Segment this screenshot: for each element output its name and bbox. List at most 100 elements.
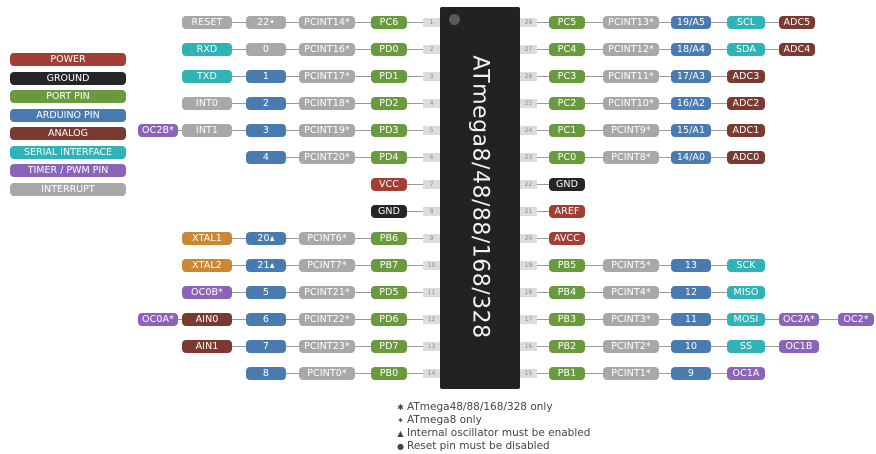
port-pill: PD3 — [371, 123, 407, 137]
footnote-marker: ▲ — [397, 429, 404, 438]
chip-pin: 3 — [423, 71, 440, 81]
pcint-pill: PCINT10* — [603, 96, 659, 110]
legend-item: INTERRUPT — [10, 182, 126, 196]
wire — [520, 346, 809, 347]
arduino-pin-pill: 17/A3 — [671, 69, 711, 83]
arduino-pin-pill: 19/A5 — [671, 15, 711, 29]
chip-pin: 23 — [520, 152, 537, 162]
pcint-pill: PCINT22* — [299, 312, 355, 326]
port-pill: PD2 — [371, 96, 407, 110]
wire — [520, 238, 575, 239]
arduino-pin-pill: 9 — [671, 366, 711, 380]
wire — [520, 211, 575, 212]
footnote: ▲Internal oscillator must be enabled — [397, 427, 590, 439]
arduino-pin-pill: 2 — [246, 96, 286, 110]
function-pill: INT0 — [182, 96, 232, 110]
chip-pin: 4 — [423, 98, 440, 108]
function-pill: AIN0 — [182, 312, 232, 326]
chip-pin: 1 — [423, 17, 440, 27]
function-pill: ADC0 — [727, 150, 765, 164]
pcint-pill: PCINT20* — [299, 150, 355, 164]
chip-pin: 27 — [520, 44, 537, 54]
port-pill: GND — [549, 177, 585, 191]
port-pill: PD7 — [371, 339, 407, 353]
footnote-text: ATmega48/88/168/328 only — [407, 401, 553, 413]
function-pill: OC2A* — [779, 312, 819, 326]
pcint-pill: PCINT18* — [299, 96, 355, 110]
chip-pin: 6 — [423, 152, 440, 162]
function-pill: XTAL2 — [182, 258, 232, 272]
footnote-text: Internal oscillator must be enabled — [407, 427, 591, 439]
chip-label: ATmega8/48/88/168/328 — [467, 55, 493, 339]
pcint-pill: PCINT21* — [299, 285, 355, 299]
function-pill: OC0B* — [182, 285, 232, 299]
arduino-pin-pill: 5 — [246, 285, 286, 299]
footnote-marker: ✱ — [397, 403, 404, 412]
chip-pin: 10 — [423, 260, 440, 270]
chip-pin: 8 — [423, 206, 440, 216]
chip-pin: 2 — [423, 44, 440, 54]
function-pill: INT1 — [182, 123, 232, 137]
function-pill: SCK — [727, 258, 765, 272]
port-pill: PC0 — [549, 150, 585, 164]
chip-pin: 5 — [423, 125, 440, 135]
arduino-pin-pill: 15/A1 — [671, 123, 711, 137]
arduino-pin-pill: 6 — [246, 312, 286, 326]
legend-item: ANALOG — [10, 127, 126, 140]
legend-item: POWER — [10, 53, 126, 66]
port-pill: PC6 — [371, 15, 407, 29]
function-pill: RESET — [182, 15, 232, 29]
arduino-pin-pill: 8 — [246, 366, 286, 380]
wire — [381, 211, 440, 212]
chip-pin: 15 — [520, 368, 537, 378]
port-pill: PB5 — [549, 258, 585, 272]
port-pill: PC2 — [549, 96, 585, 110]
arduino-pin-pill: 4 — [246, 150, 286, 164]
chip-pin: 24 — [520, 125, 537, 135]
chip-pin: 22 — [520, 179, 537, 189]
chip-pin: 14 — [423, 368, 440, 378]
function-pill: RXD — [182, 42, 232, 56]
pcint-pill: PCINT4* — [603, 285, 659, 299]
chip-pin: 16 — [520, 341, 537, 351]
function-pill: OC2* — [838, 312, 874, 326]
pcint-pill: PCINT6* — [299, 231, 355, 245]
wire — [148, 130, 440, 131]
legend-item: PORT PIN — [10, 90, 126, 103]
wire — [520, 184, 575, 185]
pin1-notch — [449, 14, 460, 25]
pcint-pill: PCINT9* — [603, 123, 659, 137]
port-pill: AREF — [549, 204, 585, 218]
chip-pin: 13 — [423, 341, 440, 351]
port-pill: PC5 — [549, 15, 585, 29]
port-pill: GND — [371, 204, 407, 218]
pcint-pill: PCINT19* — [299, 123, 355, 137]
arduino-pin-pill: 12 — [671, 285, 711, 299]
footnote-marker: ✦ — [397, 416, 404, 425]
legend-item: ARDUINO PIN — [10, 108, 126, 122]
port-pill: PC4 — [549, 42, 585, 56]
footnote: ●Reset pin must be disabled — [397, 440, 550, 452]
arduino-pin-pill: 0 — [246, 42, 286, 56]
function-pill: SDA — [727, 42, 765, 56]
pcint-pill: PCINT17* — [299, 69, 355, 83]
function-pill: SS — [727, 339, 765, 353]
function-pill: ADC4 — [779, 42, 815, 56]
port-pill: PD0 — [371, 42, 407, 56]
pcint-pill: PCINT11* — [603, 69, 659, 83]
wire — [520, 49, 805, 50]
pwm-pill: OC0A* — [138, 312, 178, 326]
legend-item: TIMER / PWM PIN — [10, 164, 126, 177]
arduino-pin-pill: 10 — [671, 339, 711, 353]
pcint-pill: PCINT14* — [299, 15, 355, 29]
arduino-pin-pill: 3 — [246, 123, 286, 137]
function-pill: TXD — [182, 69, 232, 83]
pcint-pill: PCINT2* — [603, 339, 659, 353]
port-pill: PD1 — [371, 69, 407, 83]
pcint-pill: PCINT3* — [603, 312, 659, 326]
arduino-pin-pill: 14/A0 — [671, 150, 711, 164]
footnote-text: Reset pin must be disabled — [407, 440, 550, 452]
pcint-pill: PCINT1* — [603, 366, 659, 380]
arduino-pin-pill: 18/A4 — [671, 42, 711, 56]
